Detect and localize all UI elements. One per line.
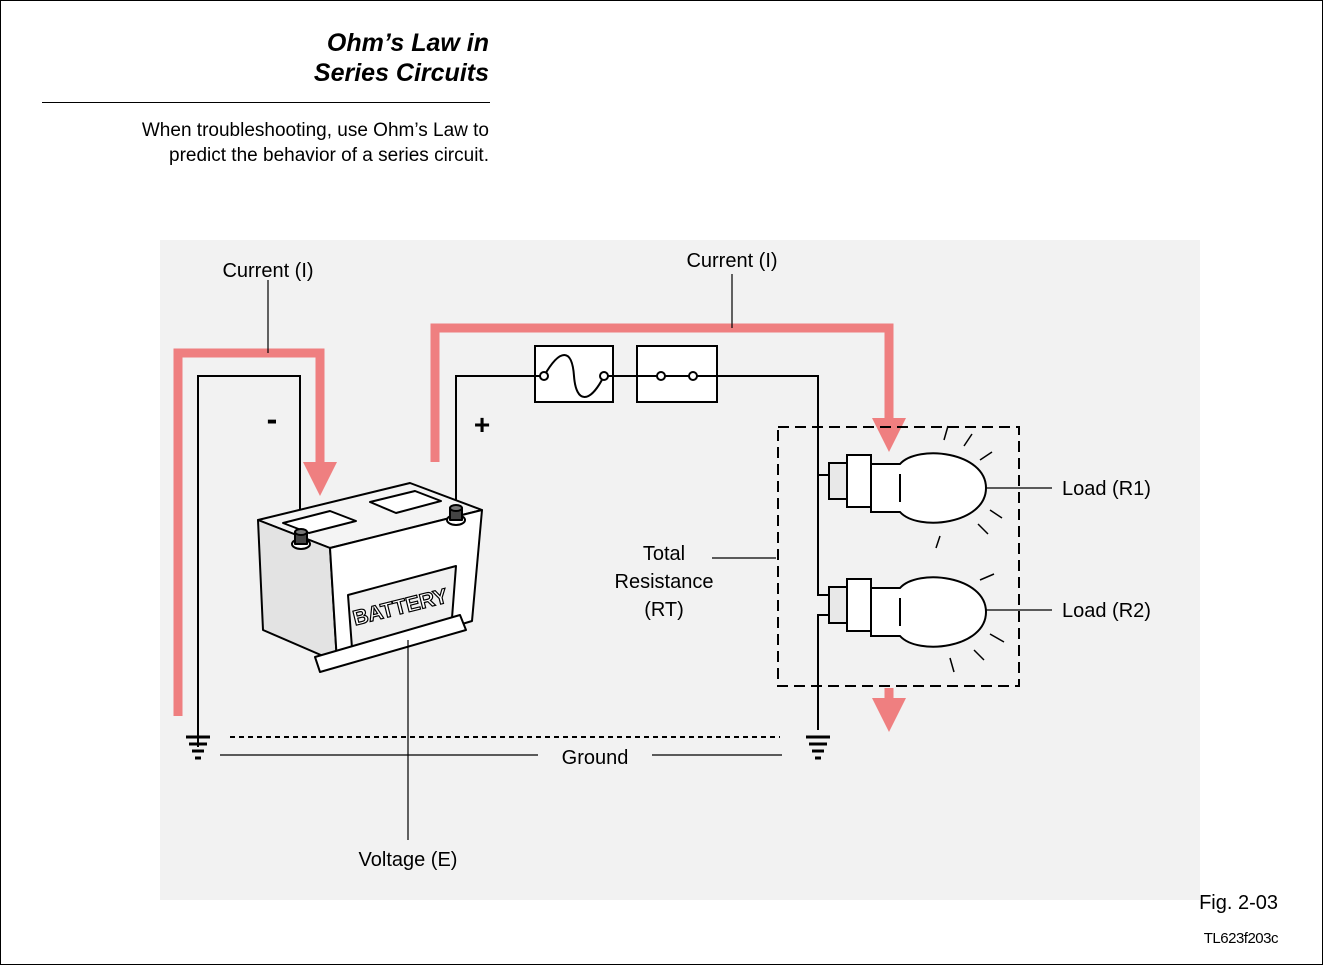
title-divider (42, 102, 490, 103)
label-total-3: (RT) (644, 599, 684, 621)
label-leaders (220, 274, 1052, 840)
label-current-top: Current (I) (686, 250, 777, 272)
label-ground: Ground (562, 747, 629, 769)
current-arrow-battery (303, 462, 337, 496)
label-total-1: Total (643, 543, 685, 565)
bulb-rays-load-1 (943, 425, 1003, 535)
title-line-1: Ohm’s Law in (326, 29, 489, 57)
bulb-icon-load-2 (828, 576, 988, 648)
label-current-left: Current (I) (222, 260, 313, 282)
figure-number: Fig. 2-03 (1199, 892, 1278, 914)
label-total-2: Resistance (615, 571, 714, 593)
negative-terminal-label: - (267, 401, 278, 437)
total-resistance-box (777, 426, 1020, 687)
label-load-2: Load (R2) (1062, 600, 1151, 622)
current-arrow-ground (872, 698, 906, 732)
bulb-rays-load-2 (935, 535, 1005, 673)
figure-code: TL623f203c (1203, 930, 1279, 947)
intro-line-1: When troubleshooting, use Ohm’s Law to (141, 120, 489, 141)
ground-icon-right (806, 735, 830, 760)
intro-line-2: predict the behavior of a series circuit… (169, 145, 489, 166)
current-path-positive (430, 323, 894, 462)
circuit-wires (197, 375, 838, 747)
page-title: Ohm’s Law in Series Circuits (314, 28, 489, 88)
series-circuit-diagram: BATTERY - + (160, 240, 1200, 900)
ground-icon-left (186, 735, 210, 760)
battery-icon (257, 482, 483, 673)
negative-wire (197, 375, 301, 747)
label-load-1: Load (R1) (1062, 478, 1151, 500)
switch-icon (636, 345, 718, 403)
title-line-2: Series Circuits (313, 59, 489, 87)
intro-text: When troubleshooting, use Ohm’s Law to p… (19, 118, 489, 168)
positive-wire (455, 375, 535, 508)
label-voltage: Voltage (E) (359, 849, 458, 871)
bulb-icon-load-1 (828, 452, 988, 524)
current-path-negative (173, 348, 325, 716)
fuse-icon (534, 345, 614, 403)
positive-terminal-label: + (474, 409, 490, 440)
